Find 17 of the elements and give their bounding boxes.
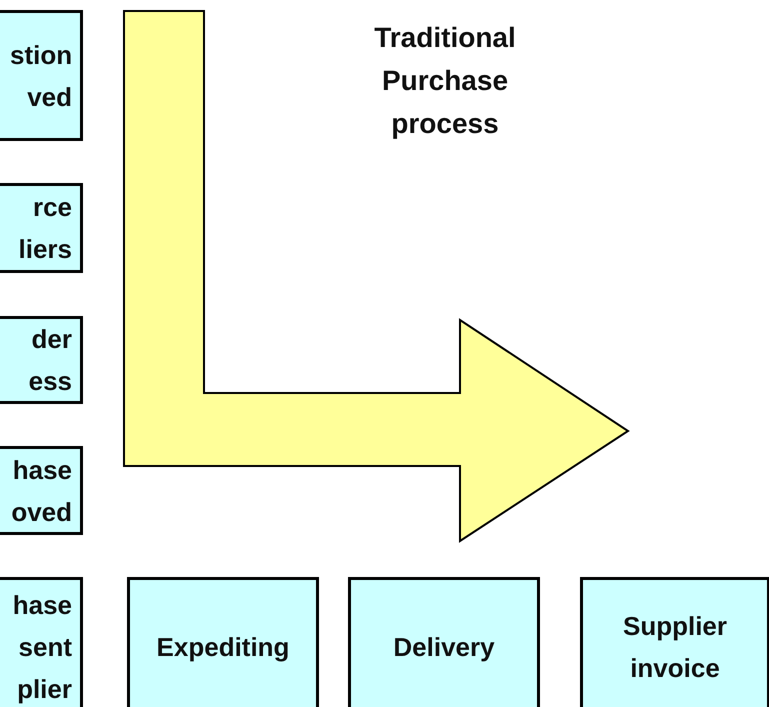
- box-label: Expediting: [156, 631, 290, 664]
- process-box: [580, 577, 769, 707]
- box-label: der ess: [28, 323, 72, 398]
- box-label: Delivery: [393, 631, 495, 664]
- title: Traditional Purchase process: [373, 21, 517, 141]
- process-box: [0, 446, 83, 535]
- process-box: [0, 316, 83, 404]
- process-box: [0, 10, 83, 141]
- process-box: [127, 577, 319, 707]
- box-label: stion ved: [10, 38, 72, 114]
- box-label: rce liers: [18, 191, 72, 266]
- box-label: Supplier invoice: [622, 610, 728, 685]
- process-box: [0, 577, 83, 707]
- process-box: [348, 577, 540, 707]
- box-label: hase oved: [10, 454, 72, 528]
- process-box: [0, 183, 83, 273]
- box-label: hase sent plier: [12, 589, 72, 706]
